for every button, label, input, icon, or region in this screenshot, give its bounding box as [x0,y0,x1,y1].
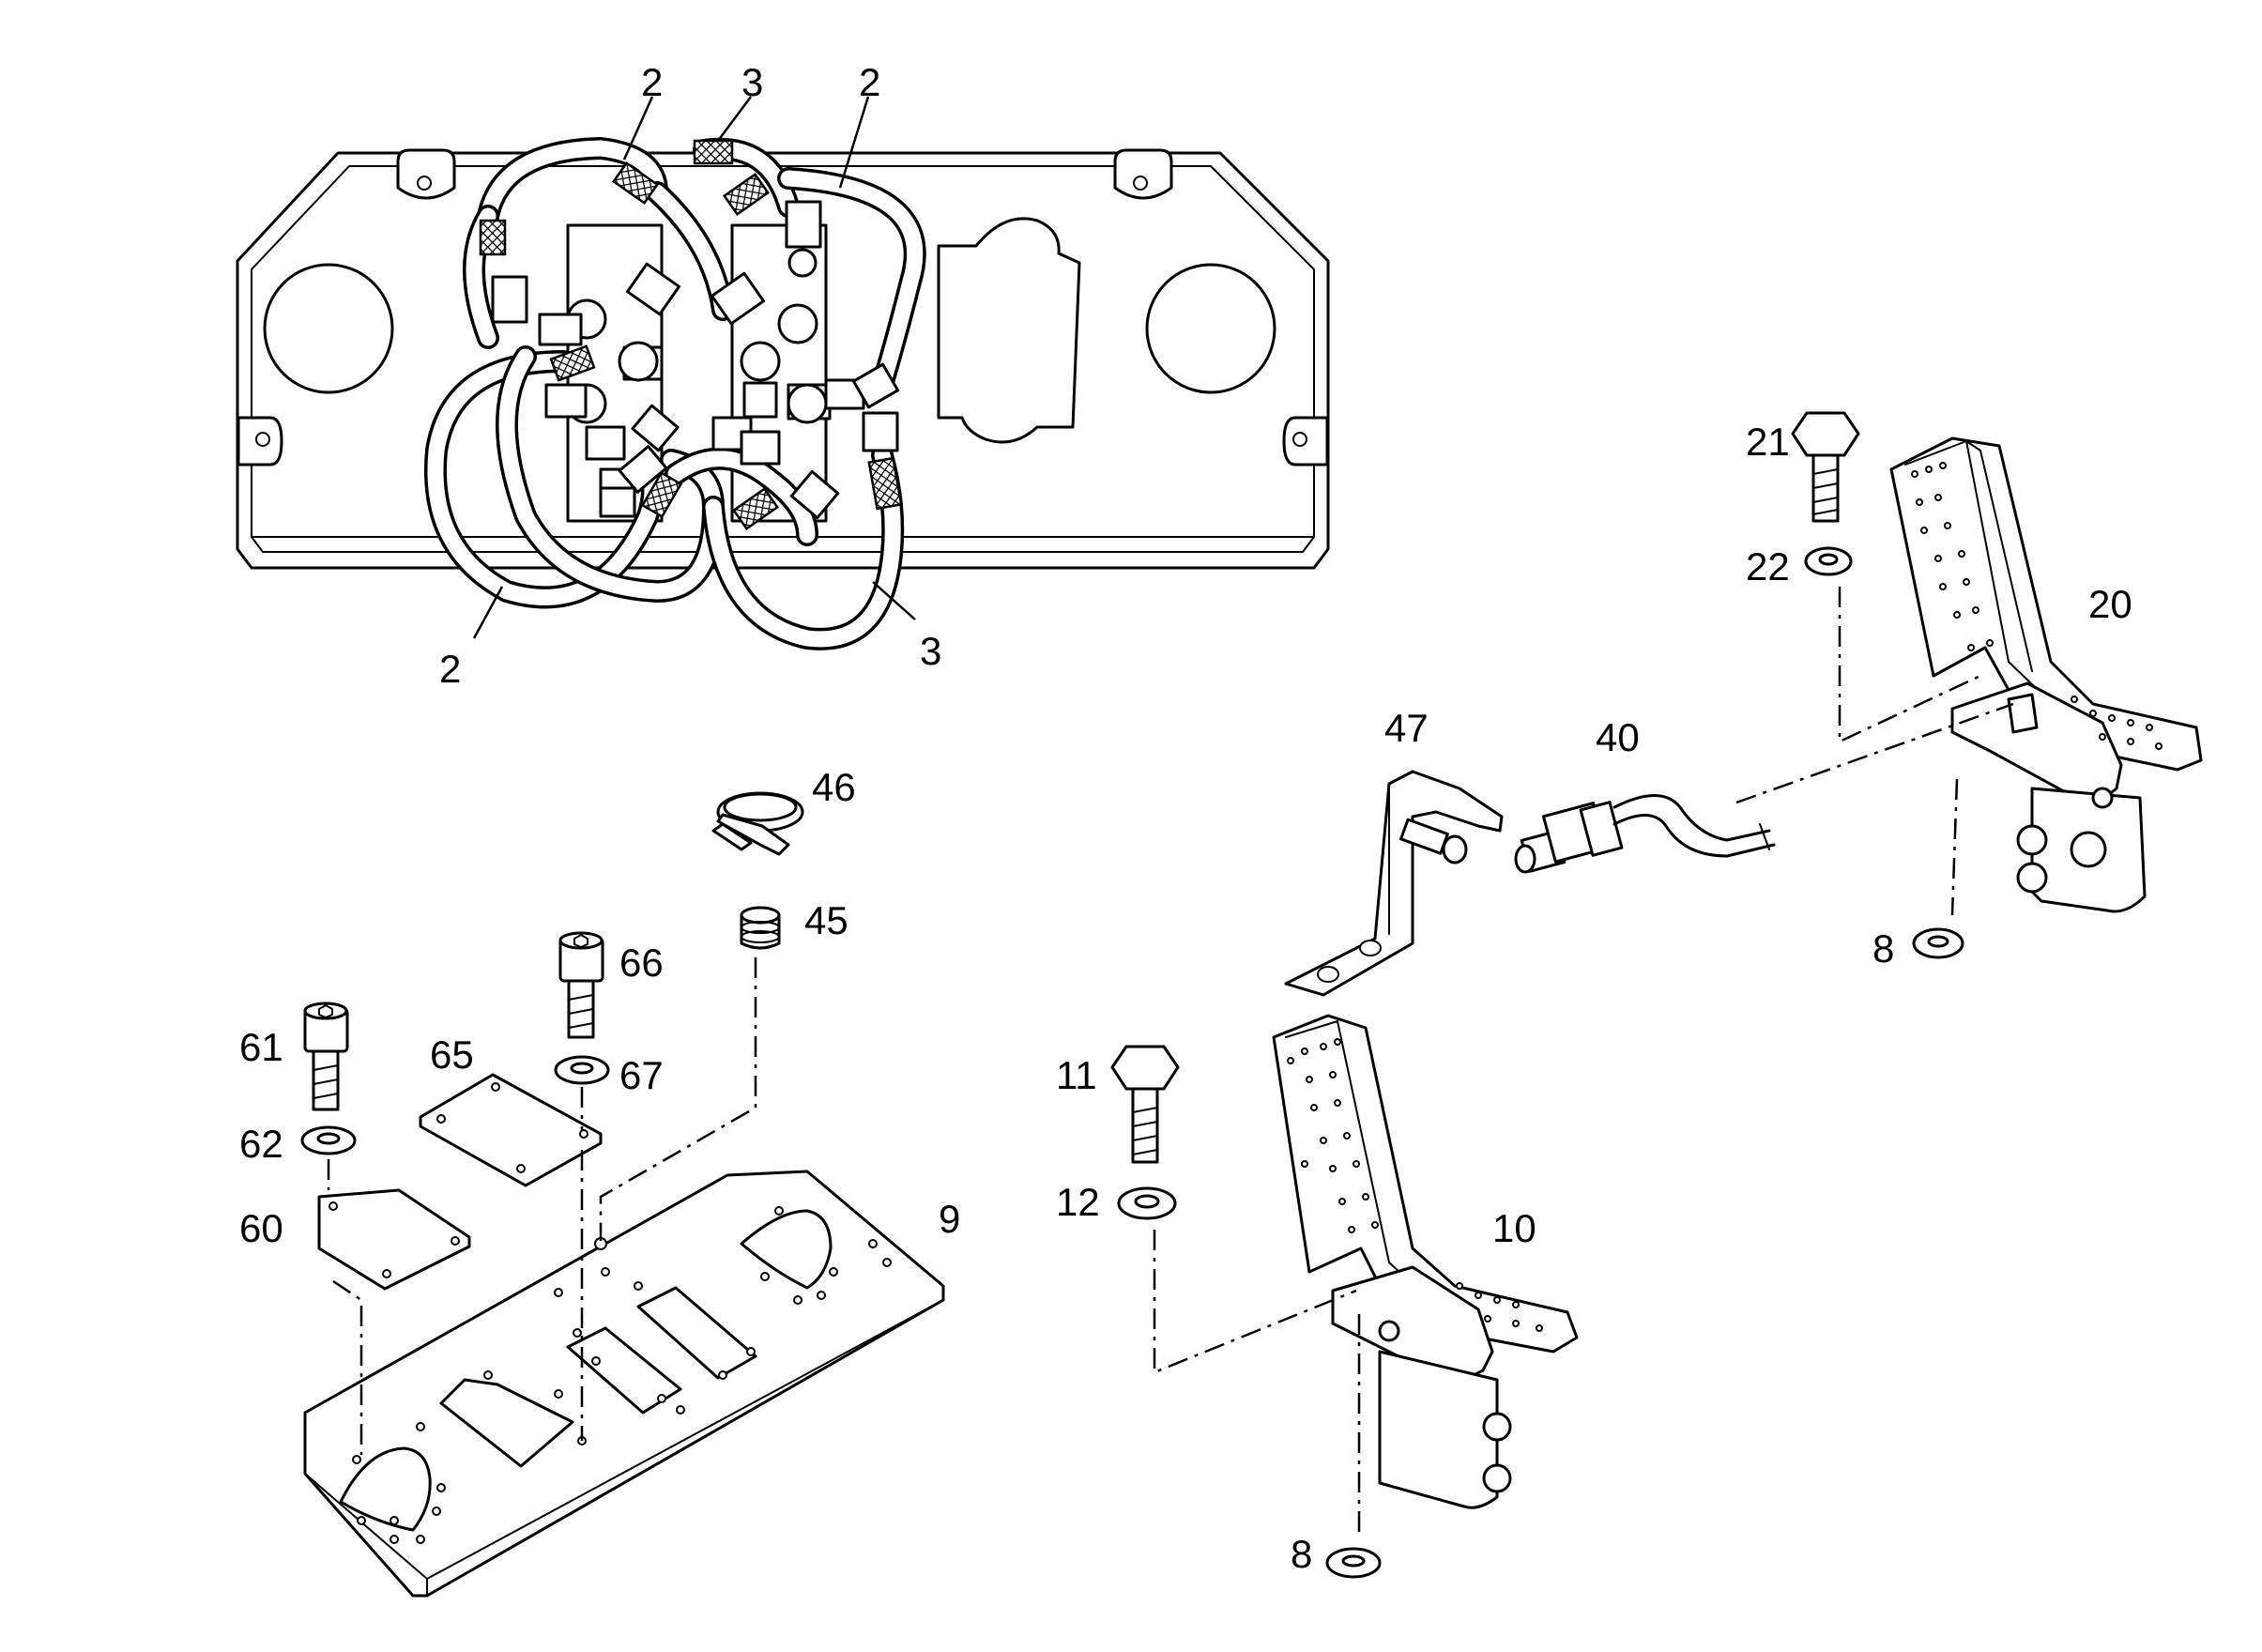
callout-2-top-left: 2 [641,60,663,104]
socket-bolt-66 [558,931,604,1039]
callout-45: 45 [804,898,848,942]
pedal-10-body [1378,1350,1499,1509]
panel-cutout [937,217,1081,444]
manifold-leaders [472,96,916,639]
callout-40: 40 [1596,715,1640,759]
cover-plate-60 [317,1188,471,1291]
floor-plate-opening-5 [740,1209,833,1290]
callout-2-bottom: 2 [439,647,461,691]
callout-60: 60 [239,1206,283,1250]
manifold-panel-assembly [236,137,1330,650]
panel-outline [236,151,1330,570]
sensor-bolt-47 [1399,818,1468,864]
callout-66: 66 [619,941,664,985]
floor-plate-holes [352,1206,892,1544]
pedal-20-arm [1889,436,2203,772]
pedal-10-base [1331,1265,1494,1386]
callout-8-right: 8 [1872,926,1894,971]
callout-8-bottom: 8 [1291,1532,1312,1576]
proximity-sensor-40 [1514,794,1776,874]
bolt-21 [1791,411,1860,523]
washer-62 [300,1125,357,1155]
socket-bolt-61 [303,1002,349,1111]
callout-46: 46 [812,765,856,809]
pedal-20-holes [1911,462,2163,750]
callout-labels: 2 3 2 2 3 21 22 20 47 40 46 45 66 67 61 … [239,60,2132,1576]
floor-plate-opening-3 [566,1326,682,1415]
callout-12: 12 [1056,1180,1100,1224]
panel-inner-edge [251,165,1315,553]
callout-2-top-right: 2 [859,60,880,104]
washer-67 [554,1055,610,1085]
washer-8-bottom [1325,1547,1382,1579]
hose-end-crimps [479,139,903,531]
bolt-11 [1110,1045,1180,1164]
panel-round-opening-left [263,263,394,394]
washer-22 [1804,546,1853,576]
bracket-47 [1284,770,1504,997]
floor-plate-9 [303,1170,945,1598]
callout-3-top: 3 [741,60,763,104]
callout-9: 9 [939,1197,960,1241]
pedal-20-base [1950,681,2123,809]
hose-clamp-46 [711,791,804,856]
callout-11: 11 [1056,1053,1097,1097]
callout-65: 65 [430,1032,474,1077]
panel-mounting-tabs [237,148,1329,467]
callout-22: 22 [1746,544,1790,589]
callout-3-bottom: 3 [920,629,941,673]
hose-fittings [491,200,900,520]
washer-8-right [1912,927,1964,959]
floor-plate-opening-1 [339,1446,432,1532]
washer-12 [1117,1186,1177,1220]
callout-10: 10 [1492,1206,1536,1250]
callout-62: 62 [239,1122,283,1166]
pedal-assembly-10 [1272,1014,1579,1509]
pedal-assembly-20 [1889,436,2203,913]
callout-20: 20 [2088,582,2132,626]
floor-plate-opening-4 [636,1286,757,1380]
callout-61: 61 [239,1025,283,1069]
cover-plate-65 [419,1073,603,1187]
hydraulic-hoses [424,137,926,650]
floor-plate-opening-2 [439,1378,574,1468]
panel-round-opening-right [1145,263,1276,394]
callout-67: 67 [619,1053,664,1097]
callout-21: 21 [1746,420,1790,464]
callout-47: 47 [1384,706,1429,750]
grommet-45 [740,906,781,950]
pedal-10-arm [1272,1014,1579,1354]
pedal-10-holes [1287,1038,1543,1332]
